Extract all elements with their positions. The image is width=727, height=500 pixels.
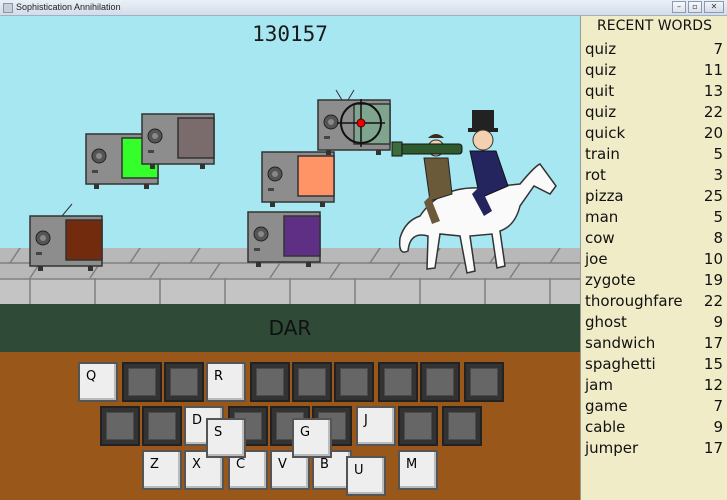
typing-band: [0, 304, 580, 352]
game-area: 130157: [0, 16, 580, 500]
tv-4: [317, 89, 391, 156]
key-empty: [378, 362, 418, 402]
key-empty: [398, 406, 438, 446]
window-title: Sophistication Annihilation: [16, 2, 121, 12]
horse-riders-sprite: [391, 110, 557, 274]
key-r[interactable]: R: [206, 362, 246, 402]
key-empty: [164, 362, 204, 402]
key-c[interactable]: C: [228, 450, 268, 490]
key-empty: [464, 362, 504, 402]
key-empty: [122, 362, 162, 402]
close-button[interactable]: ✕: [704, 1, 724, 13]
tv-3: [261, 151, 335, 208]
tv-6: [247, 211, 321, 268]
key-empty: [292, 362, 332, 402]
crosshair-icon: [337, 99, 385, 147]
typed-word: DAR: [268, 316, 312, 340]
key-empty: [100, 406, 140, 446]
key-empty: [420, 362, 460, 402]
key-m[interactable]: M: [398, 450, 438, 490]
recent-words-title: RECENT WORDS: [597, 18, 712, 34]
key-empty: [250, 362, 290, 402]
tv-5-screen: [65, 219, 103, 261]
key-q[interactable]: Q: [78, 362, 118, 402]
title-bar: Sophistication Annihilation – ▫ ✕: [0, 0, 727, 16]
app-icon: [3, 3, 13, 13]
minimize-button[interactable]: –: [672, 1, 686, 13]
key-u[interactable]: U: [346, 456, 386, 496]
tv-2: [141, 113, 215, 170]
tv-6-screen: [283, 215, 321, 257]
key-empty: [142, 406, 182, 446]
tv-4-screen: [353, 103, 391, 145]
score-display: 130157: [252, 22, 328, 46]
tv-2-screen: [177, 117, 215, 159]
tv-5: [29, 203, 103, 272]
key-j[interactable]: J: [356, 406, 396, 446]
key-empty: [334, 362, 374, 402]
key-empty: [442, 406, 482, 446]
tv-3-screen: [297, 155, 335, 197]
key-g[interactable]: G: [292, 418, 332, 458]
tv-sprites: [29, 89, 557, 274]
key-s[interactable]: S: [206, 418, 246, 458]
key-z[interactable]: Z: [142, 450, 182, 490]
road-curb: [0, 278, 580, 304]
maximize-button[interactable]: ▫: [688, 1, 702, 13]
key-v[interactable]: V: [270, 450, 310, 490]
